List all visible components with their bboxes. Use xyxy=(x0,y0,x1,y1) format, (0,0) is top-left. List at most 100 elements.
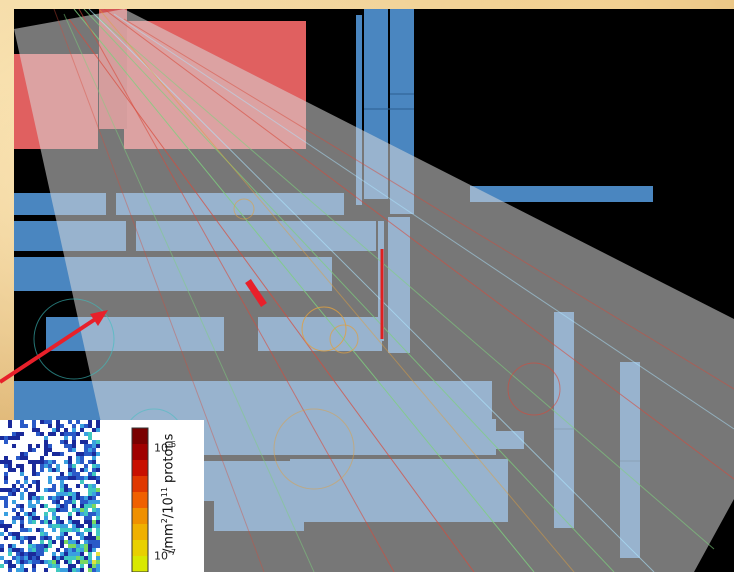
heatmap-cell xyxy=(76,560,80,564)
heatmap-cell xyxy=(56,568,60,572)
heatmap-cell xyxy=(44,460,48,464)
heatmap-cell xyxy=(84,536,88,540)
heatmap-cell xyxy=(76,556,80,560)
heatmap-cell xyxy=(0,436,4,440)
heatmap-cell xyxy=(16,516,20,520)
heatmap-cell xyxy=(96,452,100,456)
heatmap-cell xyxy=(20,492,24,496)
heatmap-cell xyxy=(32,512,36,516)
heatmap-cell xyxy=(80,544,84,548)
heatmap-cell xyxy=(56,564,60,568)
heatmap-cell xyxy=(64,556,68,560)
heatmap-cell xyxy=(20,516,24,520)
heatmap-cell xyxy=(32,560,36,564)
heatmap-cell xyxy=(32,504,36,508)
heatmap-cell xyxy=(60,452,64,456)
heatmap-cell xyxy=(16,436,20,440)
heatmap-cell xyxy=(92,448,96,452)
heatmap-cell xyxy=(28,496,32,500)
heatmap-cell xyxy=(36,516,40,520)
heatmap-cell xyxy=(88,504,92,508)
heatmap-cell xyxy=(4,440,8,444)
heatmap-cell xyxy=(60,476,64,480)
heatmap-cell xyxy=(88,448,92,452)
heatmap-cell xyxy=(28,540,32,544)
heatmap-cell xyxy=(4,488,8,492)
heatmap-cell xyxy=(52,540,56,544)
heatmap-cell xyxy=(20,540,24,544)
heatmap-cell xyxy=(92,488,96,492)
heatmap-cell xyxy=(52,484,56,488)
heatmap-cell xyxy=(28,512,32,516)
heatmap-cell xyxy=(88,472,92,476)
heatmap-cell xyxy=(96,516,100,520)
heatmap-cell xyxy=(80,508,84,512)
heatmap-cell xyxy=(8,468,12,472)
heatmap-cell xyxy=(96,532,100,536)
heatmap-cell xyxy=(48,488,52,492)
heatmap-cell xyxy=(20,424,24,428)
heatmap-cell xyxy=(92,452,96,456)
heatmap-cell xyxy=(28,536,32,540)
heatmap-cell xyxy=(48,520,52,524)
heatmap-cell xyxy=(84,464,88,468)
heatmap-cell xyxy=(56,524,60,528)
heatmap-cell xyxy=(36,552,40,556)
heatmap-cell xyxy=(0,564,4,568)
heatmap-cell xyxy=(84,556,88,560)
heatmap-cell xyxy=(68,432,72,436)
heatmap-cell xyxy=(68,540,72,544)
colorscale-swatch xyxy=(132,476,148,492)
heatmap-cell xyxy=(0,488,4,492)
heatmap-cell xyxy=(88,484,92,488)
heatmap-cell xyxy=(80,428,84,432)
heatmap-cell xyxy=(4,456,8,460)
heatmap-cell xyxy=(88,436,92,440)
heatmap-cell xyxy=(76,524,80,528)
heatmap-cell xyxy=(92,548,96,552)
heatmap-cell xyxy=(32,424,36,428)
heatmap-cell xyxy=(40,464,44,468)
heatmap-cell xyxy=(88,568,92,572)
heatmap-cell xyxy=(68,476,72,480)
heatmap-cell xyxy=(48,564,52,568)
heatmap-cell xyxy=(48,508,52,512)
heatmap-cell xyxy=(88,560,92,564)
heatmap-cell xyxy=(20,560,24,564)
heatmap-cell xyxy=(92,476,96,480)
heatmap-cell xyxy=(48,476,52,480)
heatmap-cell xyxy=(68,536,72,540)
heatmap-cell xyxy=(24,476,28,480)
heatmap-cell xyxy=(32,536,36,540)
heatmap-cell xyxy=(40,532,44,536)
heatmap-cell xyxy=(80,564,84,568)
heatmap-cell xyxy=(84,504,88,508)
heatmap-cell xyxy=(20,552,24,556)
heatmap-cell xyxy=(56,556,60,560)
heatmap-cell xyxy=(72,528,76,532)
heatmap-cell xyxy=(92,444,96,448)
heatmap-cell xyxy=(8,464,12,468)
heatmap-cell xyxy=(84,508,88,512)
heatmap-cell xyxy=(36,556,40,560)
heatmap-cell xyxy=(92,560,96,564)
heatmap-cell xyxy=(40,536,44,540)
heatmap-cell xyxy=(60,556,64,560)
heatmap-cell xyxy=(52,432,56,436)
heatmap-cell xyxy=(28,504,32,508)
heatmap-cell xyxy=(40,460,44,464)
heatmap-cell xyxy=(32,480,36,484)
heatmap-cell xyxy=(88,520,92,524)
heatmap-cell xyxy=(48,432,52,436)
heatmap-cell xyxy=(44,440,48,444)
heatmap-cell xyxy=(68,516,72,520)
heatmap-cell xyxy=(48,536,52,540)
heatmap-cell xyxy=(84,500,88,504)
heatmap-cell xyxy=(80,512,84,516)
heatmap-cell xyxy=(84,560,88,564)
heatmap-cell xyxy=(84,540,88,544)
heatmap-cell xyxy=(16,464,20,468)
thin-column xyxy=(356,15,362,205)
heatmap-cell xyxy=(44,512,48,516)
heatmap-cell xyxy=(80,560,84,564)
